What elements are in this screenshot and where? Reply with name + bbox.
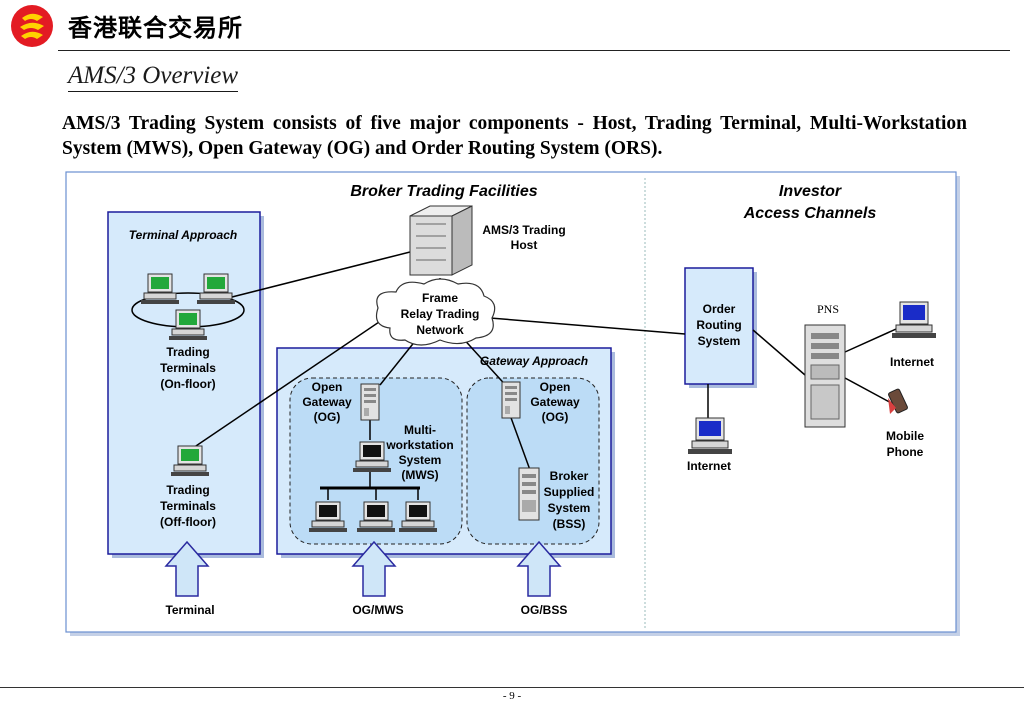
bss-label-line4: (BSS) [553,517,586,531]
onfloor-label-line3: (On-floor) [160,377,215,391]
host-label-line2: Host [511,238,538,252]
gateway-approach-label: Gateway Approach [480,354,588,368]
bss-label-line1: Broker [550,469,589,483]
bss-label-line2: Supplied [544,485,595,499]
mws-label-line1: Multi- [404,423,436,437]
footer-divider [0,687,1024,688]
og2-label-line2: Gateway [530,395,580,409]
pns-server-icon [804,324,846,428]
og-server-icon [360,383,380,421]
og1-label-line2: Gateway [302,395,352,409]
intro-paragraph: AMS/3 Trading System consists of five ma… [62,113,967,159]
broker-heading: Broker Trading Facilities [350,183,537,200]
ors-label-line1: Order [703,302,736,316]
investor-heading-line2: Access Channels [743,205,877,222]
onfloor-label-line2: Terminals [160,361,216,375]
internet-left-label: Internet [687,459,731,473]
ors-panel [684,267,754,385]
terminal-arrow-icon [164,540,210,597]
network-label-line2: Relay Trading [401,307,480,321]
internet-right-label: Internet [890,355,934,369]
connection-lines [189,251,906,500]
network-label-line1: Frame [422,291,458,305]
header-divider [58,50,1010,51]
og-bss-arrow-icon [516,540,562,597]
pns-label: PNS [817,302,839,316]
ors-label-line2: Routing [696,318,741,332]
mws-label-line4: (MWS) [401,468,438,482]
og-bss-group [466,377,600,545]
hkex-logo-icon [11,5,53,47]
page-number: - 9 - [502,690,522,702]
mobile-label-line1: Mobile [886,429,924,443]
og-bss-arrow-label: OG/BSS [521,603,568,617]
og1-label-line1: Open [312,380,343,394]
terminal-approach-panel [107,211,261,555]
onfloor-label-line1: Trading [166,345,209,359]
page-title: AMS/3 Overview [68,62,239,92]
terminal-arrow-label: Terminal [165,603,214,617]
offfloor-label-line2: Terminals [160,499,216,513]
company-name: 香港联合交易所 [68,13,243,42]
network-label-line3: Network [416,323,464,337]
trading-host-icon [409,205,473,276]
bss-server-icon [518,467,540,521]
og-mws-arrow-icon [351,540,397,597]
mws-label-line3: System [399,453,442,467]
mobile-phone-icon [888,388,908,414]
og1-label-line3: (OG) [314,410,341,424]
og2-label-line3: (OG) [542,410,569,424]
og-server-icon [501,381,521,419]
og-mws-arrow-label: OG/MWS [352,603,403,617]
network-cloud-icon [375,278,496,346]
host-label-line1: AMS/3 Trading [482,223,565,237]
ors-label-line3: System [698,334,741,348]
investor-heading-line1: Investor [779,183,842,200]
mobile-label-line2: Phone [887,445,924,459]
offfloor-label-line3: (Off-floor) [160,515,216,529]
bss-label-line3: System [548,501,591,515]
og2-label-line1: Open [540,380,571,394]
mws-label-line2: workstation [385,438,453,452]
offfloor-label-line1: Trading [166,483,209,497]
terminal-approach-label: Terminal Approach [129,228,237,242]
